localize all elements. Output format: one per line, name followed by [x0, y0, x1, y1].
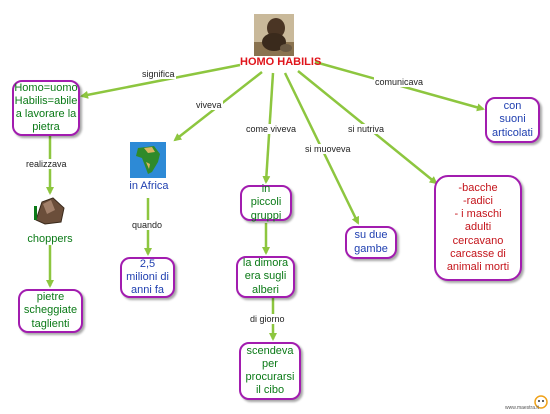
- node-scendeva-line: scendeva: [246, 344, 294, 357]
- node-dimora-line: alberi: [252, 283, 279, 296]
- node-suoni-line: con: [503, 100, 522, 113]
- node-africa: in Africa: [129, 180, 169, 192]
- label-di-giorno: di giorno: [249, 314, 286, 324]
- node-milioni-line: milioni di: [126, 270, 169, 283]
- label-si-nutriva: si nutriva: [347, 124, 386, 134]
- node-cibo: -bacche -radici - i maschi adulti cercav…: [434, 175, 522, 281]
- node-cibo-line: adulti: [464, 221, 492, 234]
- node-cibo-line: animali morti: [446, 260, 510, 273]
- node-pietre-line: taglienti: [31, 317, 70, 330]
- label-come-viveva: come viveva: [245, 124, 298, 134]
- node-scendeva-line: il cibo: [255, 384, 285, 397]
- node-suoni-line: articolati: [492, 126, 533, 139]
- homo-habilis-picture: [254, 14, 294, 56]
- label-si-muoveva: si muoveva: [304, 144, 352, 154]
- node-scendeva: scendeva per procurarsi il cibo: [239, 342, 301, 400]
- chopper-stone-icon: [34, 197, 65, 225]
- central-title: HOMO HABILIS: [240, 56, 322, 68]
- node-cibo-line: cercavano: [452, 234, 504, 247]
- node-cibo-line: - i maschi: [454, 208, 502, 221]
- node-milioni: 2,5 milioni di anni fa: [120, 257, 175, 298]
- node-meaning-line: a lavorare la: [15, 108, 77, 120]
- node-meaning-line: Habilis=abile: [14, 94, 78, 107]
- label-realizzava: realizzava: [25, 159, 68, 169]
- node-scendeva-line: procurarsi: [245, 371, 295, 383]
- node-gruppi-line: gruppi: [250, 209, 282, 222]
- node-pietre: pietre scheggiate taglienti: [18, 289, 83, 333]
- node-gambe-line: su due: [354, 229, 388, 242]
- node-gruppi: in piccoli gruppi: [240, 183, 292, 222]
- node-milioni-line: 2,5: [139, 257, 156, 270]
- node-dimora-line: la dimora: [242, 257, 289, 270]
- node-pietre-line: pietre: [36, 291, 65, 304]
- footer-website: www.maestra.it: [505, 405, 539, 411]
- node-gambe: su due gambe: [345, 226, 397, 259]
- node-meaning-line: Homo=uomo: [14, 81, 78, 94]
- node-scendeva-line: per: [262, 357, 278, 370]
- label-significa: significa: [141, 69, 176, 79]
- label-quando: quando: [131, 220, 164, 230]
- footer-logo-icon: [534, 395, 548, 409]
- node-dimora: la dimora era sugli alberi: [236, 256, 295, 298]
- node-suoni: con suoni articolati: [485, 97, 540, 143]
- node-choppers: choppers: [27, 233, 73, 245]
- node-milioni-line: anni fa: [130, 284, 164, 297]
- node-dimora-line: era sugli: [244, 270, 287, 283]
- node-cibo-line: -bacche: [458, 181, 498, 194]
- label-viveva: viveva: [195, 100, 223, 110]
- africa-map-icon: [130, 142, 166, 178]
- node-gambe-line: gambe: [354, 242, 388, 255]
- connector-significa: [80, 63, 241, 99]
- node-suoni-line: suoni: [499, 113, 526, 126]
- node-gruppi-line: in piccoli: [250, 183, 282, 209]
- label-comunicava: comunicava: [374, 77, 425, 87]
- node-cibo-line: carcasse di: [450, 247, 506, 260]
- node-meaning-line: pietra: [32, 121, 60, 134]
- node-cibo-line: -radici: [463, 195, 493, 208]
- node-meaning: Homo=uomo Habilis=abile a lavorare la pi…: [12, 80, 80, 136]
- node-pietre-line: scheggiate: [23, 304, 78, 317]
